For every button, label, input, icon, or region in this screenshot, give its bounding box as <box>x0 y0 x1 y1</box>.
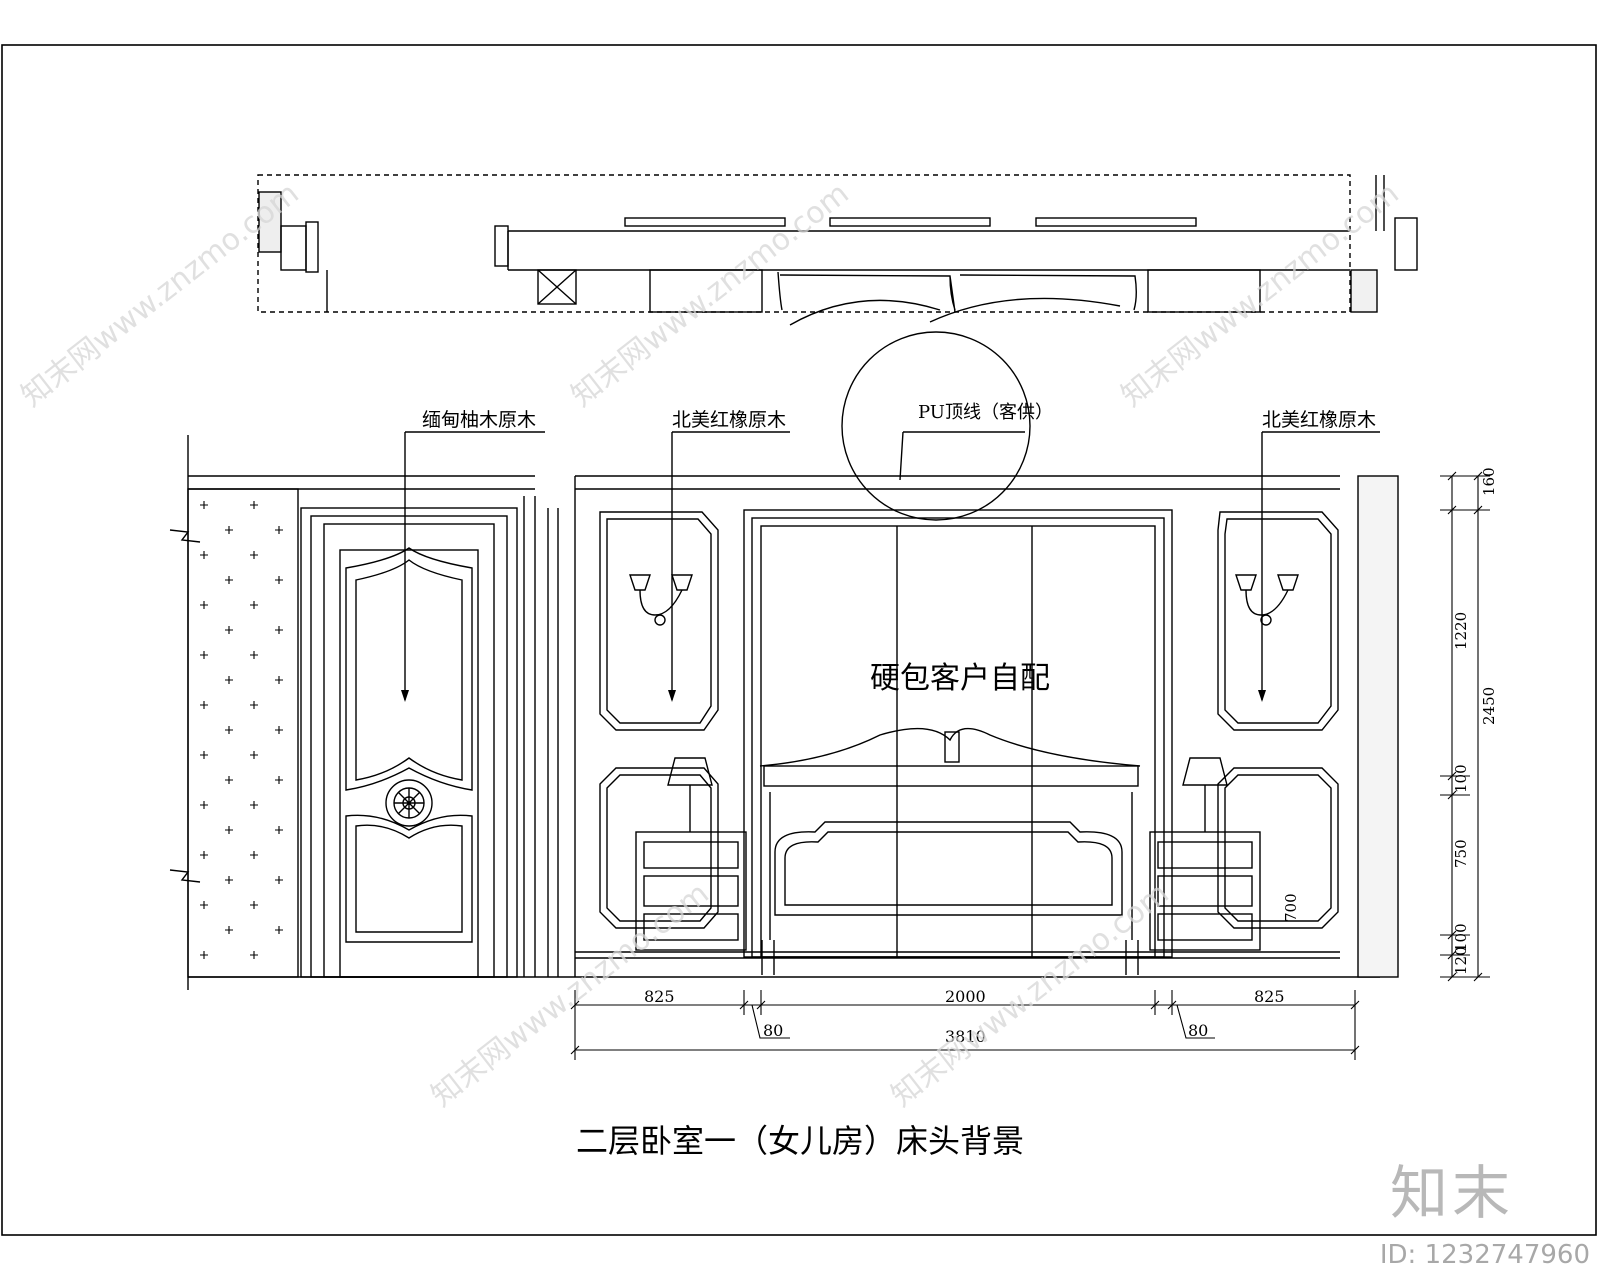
drawing-frame <box>1 44 1597 1236</box>
dim-right-width: 825 <box>1254 987 1285 1006</box>
nightstand-left <box>635 757 747 951</box>
door <box>300 496 536 978</box>
callout-center-panel: 硬包客户自配 <box>870 661 1050 696</box>
callout-door-material: 缅甸柚木原木 <box>422 409 536 431</box>
dim-750: 750 <box>1452 839 1470 868</box>
dim-gap-right: 80 <box>1188 1021 1208 1040</box>
dim-100: 100 <box>1452 764 1470 793</box>
bed <box>759 727 1141 975</box>
dim-left-width: 825 <box>644 987 675 1006</box>
callout-right-panel-material: 北美红橡原木 <box>1262 409 1376 431</box>
vertical-dimensions <box>1440 471 1490 982</box>
dim-700: 700 <box>1282 893 1300 922</box>
dim-total-width: 3810 <box>945 1027 986 1046</box>
image-id: ID: 1232747960 <box>1379 1240 1590 1270</box>
leader-lines <box>404 331 1380 700</box>
callout-left-panel-material: 北美红橡原木 <box>672 409 786 431</box>
plan-view <box>257 174 1418 326</box>
dim-2450: 2450 <box>1480 687 1498 725</box>
wallpaper-panel <box>169 475 535 978</box>
wall-sconce-right <box>1235 574 1299 626</box>
callout-ceiling-molding: PU顶线（客供） <box>918 402 1053 423</box>
dim-gap-left: 80 <box>763 1021 783 1040</box>
dim-100b: 100 <box>1452 923 1470 952</box>
brand-logo: 知末 <box>1389 1159 1514 1227</box>
dim-1220: 1220 <box>1452 612 1470 650</box>
dim-160: 160 <box>1480 467 1498 496</box>
horizontal-dimensions <box>570 990 1360 1060</box>
dim-120: 120 <box>1452 946 1470 975</box>
wall-sconce-left <box>629 574 693 626</box>
dim-center-width: 2000 <box>945 987 986 1006</box>
drawing-title: 二层卧室一（女儿房）床头背景 <box>575 1122 1024 1160</box>
nightstand-right <box>1149 757 1261 951</box>
